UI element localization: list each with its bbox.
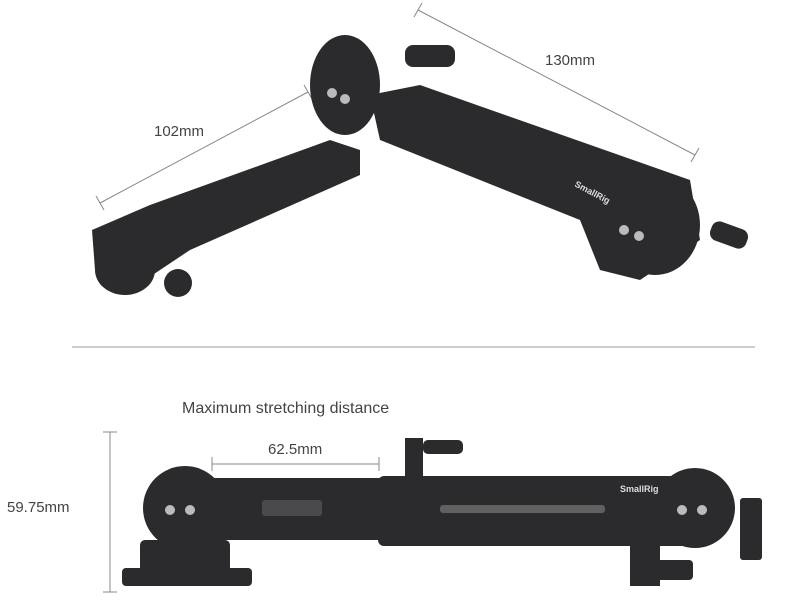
- arm-top-view: [92, 35, 749, 297]
- dimension-label-102: 102mm: [154, 123, 205, 140]
- dimension-line-130: [413, 2, 700, 163]
- dimension-label-62-5: 62.5mm: [268, 441, 323, 458]
- brand-logo-bottom: SmallRig: [620, 484, 659, 494]
- dimension-label-130: 130mm: [545, 52, 596, 69]
- dimension-line-102: [95, 84, 313, 211]
- dimension-line-59-75: [103, 431, 117, 593]
- arm-side-view: [122, 438, 762, 586]
- dimension-label-59-75: 59.75mm: [7, 499, 70, 516]
- caption-max-stretch: Maximum stretching distance: [182, 400, 390, 417]
- dimension-line-62-5: [211, 457, 380, 471]
